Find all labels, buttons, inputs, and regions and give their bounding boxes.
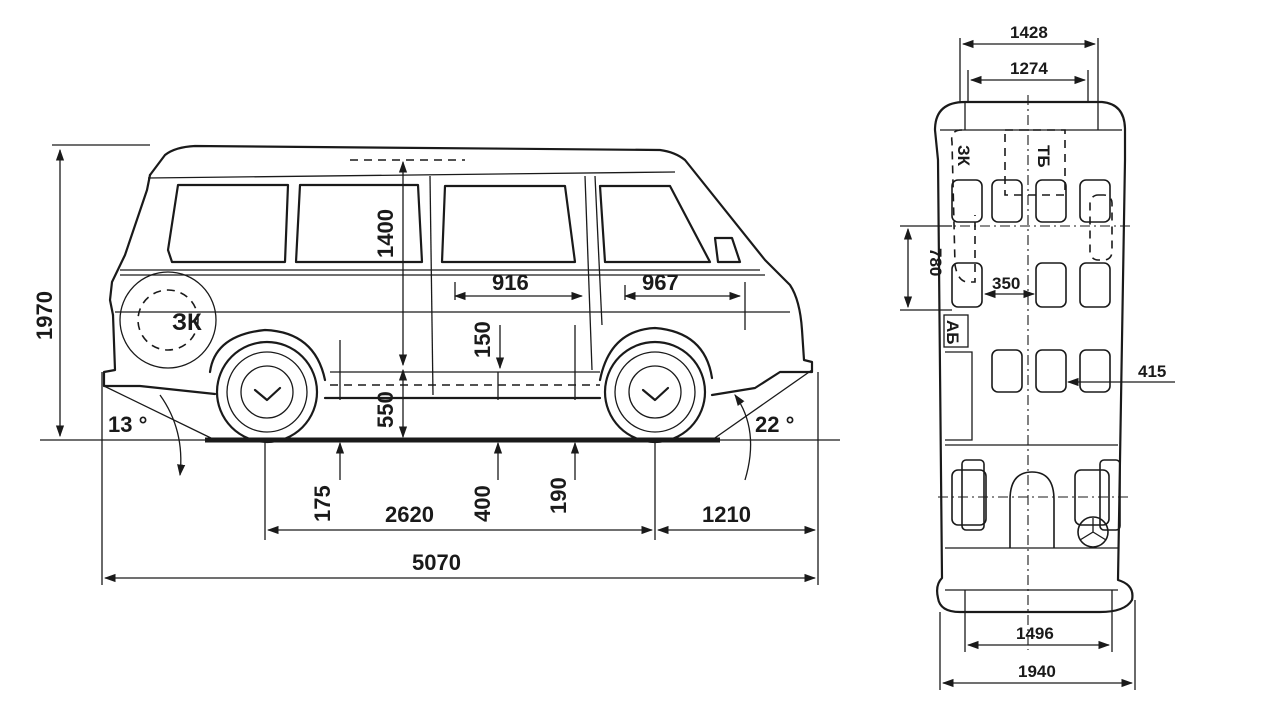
- side-doors: [429, 175, 746, 396]
- dim-seat-pitch: 780: [926, 248, 945, 276]
- dim-overall-length: 5070: [412, 550, 461, 575]
- dim-roof-width-outer: 1428: [1010, 23, 1048, 42]
- dim-seat-offset: 415: [1138, 362, 1166, 381]
- dim-aisle-width: 350: [992, 274, 1020, 293]
- dim-ground-clearance-rear: 175: [310, 485, 335, 522]
- seats: [951, 179, 1121, 548]
- dim-departure-angle: 13 °: [108, 412, 147, 437]
- dim-door-width-front: 967: [642, 270, 679, 295]
- dim-track-width: 1496: [1016, 624, 1054, 643]
- battery-marker: АБ: [943, 320, 962, 345]
- rear-wheel: [215, 340, 319, 444]
- top-view: ТБ ЗК АБ: [900, 23, 1175, 690]
- dim-door-width-middle: 916: [492, 270, 529, 295]
- top-spare-wheel-marker: ЗК: [954, 145, 973, 167]
- dim-rear-overhang: 1210: [702, 502, 751, 527]
- dim-overall-width: 1940: [1018, 662, 1056, 681]
- dim-ground-clearance-front: 190: [546, 477, 571, 514]
- dim-wheelbase: 2620: [385, 502, 434, 527]
- dim-roof-width-inner: 1274: [1010, 59, 1048, 78]
- dim-overall-height: 1970: [32, 291, 57, 340]
- side-dimensions: 1970 1400 550 150 916 967 175: [32, 144, 819, 585]
- dim-floor-height: 550: [373, 391, 398, 428]
- van-body-outline: [102, 144, 814, 400]
- dim-step-height: 150: [470, 321, 495, 358]
- top-view-outline: [933, 100, 1134, 614]
- side-view: ЗК 1970 1400 550: [32, 144, 840, 585]
- spare-wheel: ЗК: [119, 271, 217, 369]
- spare-wheel-marker: ЗК: [172, 309, 202, 336]
- top-dimensions: 1428 1274 780 350 415 1496: [900, 23, 1175, 690]
- dim-interior-height: 1400: [373, 209, 398, 258]
- dim-ground-clearance-middle: 400: [470, 485, 495, 522]
- side-windows: [166, 183, 742, 264]
- dim-approach-angle: 22 °: [755, 412, 794, 437]
- front-wheel: [603, 340, 707, 444]
- fuel-tank-marker: ТБ: [1034, 145, 1053, 168]
